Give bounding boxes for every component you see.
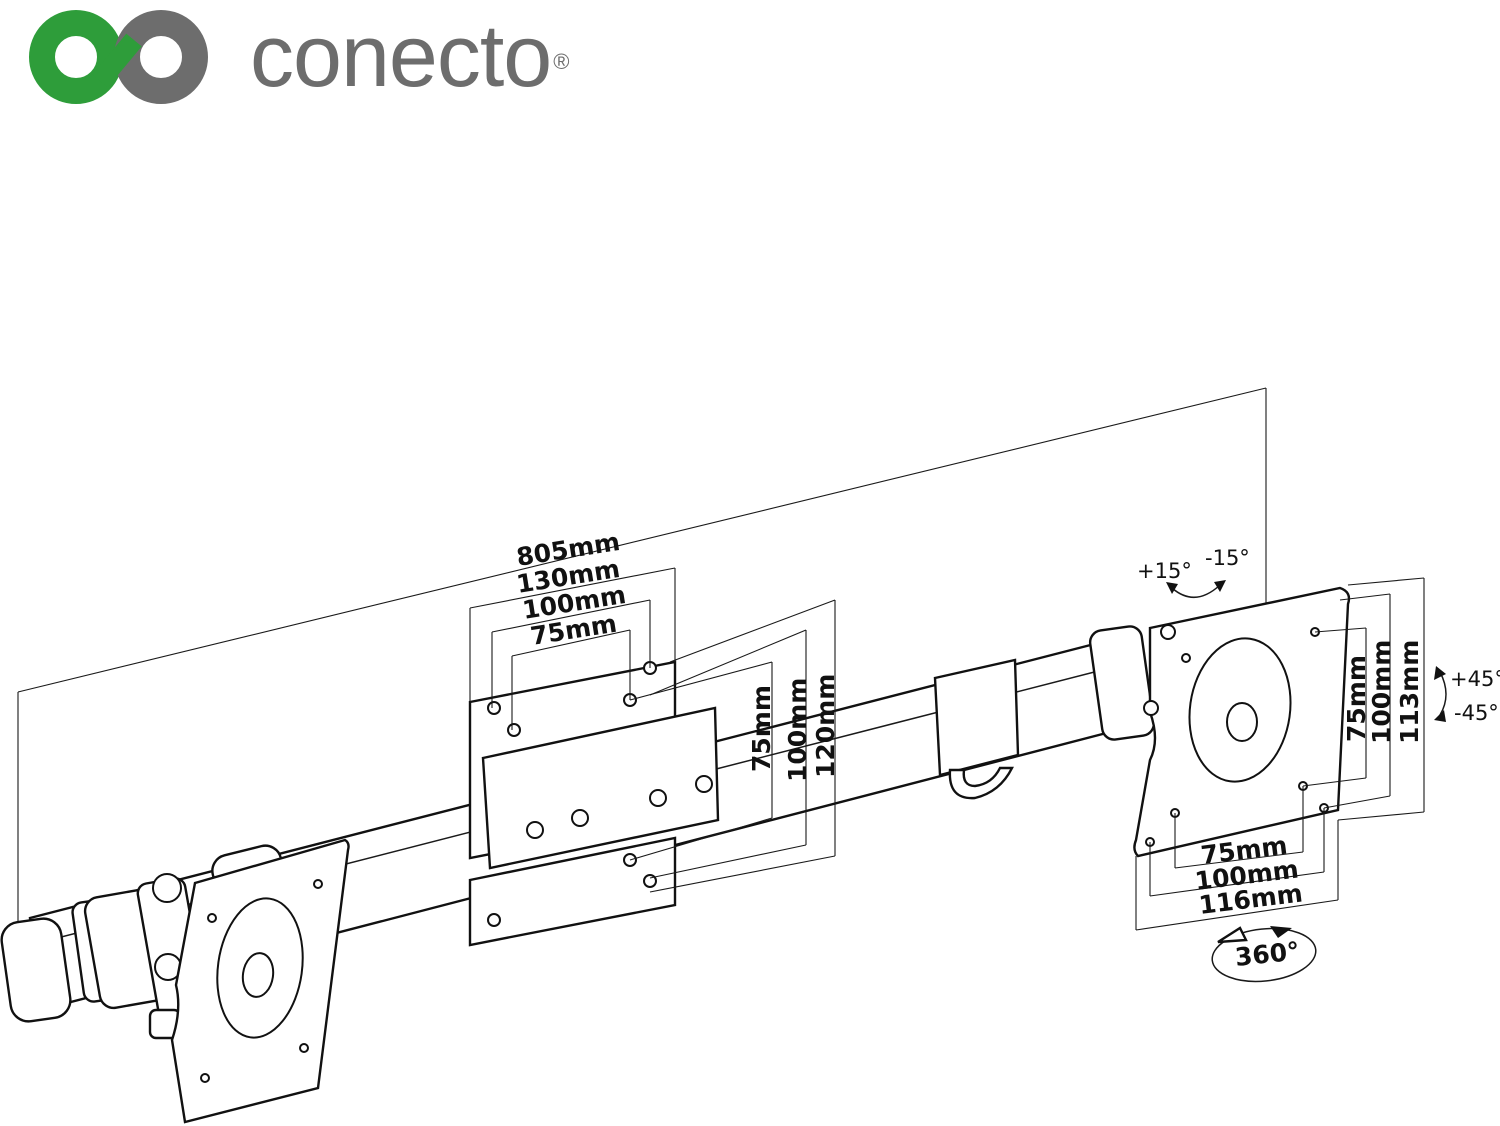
brand-name-text: conecto [250, 6, 552, 105]
center-plate-dimensions [469, 567, 836, 893]
brand-logo: conecto® [14, 0, 654, 115]
infinity-logo-icon [29, 10, 208, 104]
center-clamp-plate [468, 660, 720, 947]
rotation-indicators [1166, 580, 1447, 983]
tilt-down-label: -15° [1205, 546, 1250, 570]
vesa-height-113-label: 113mm [1395, 640, 1424, 744]
overall-width-dimension [17, 387, 1267, 930]
vesa-plate-dimensions [1135, 577, 1425, 931]
rotation-label: 360° [1234, 936, 1301, 972]
left-monitor-head [83, 838, 350, 1124]
vesa-height-100-label: 100mm [1367, 640, 1396, 744]
right-vesa-plate [1133, 586, 1351, 858]
swivel-plus-label: +45° [1450, 667, 1500, 691]
tilt-up-label: +15° [1137, 559, 1192, 583]
swivel-minus-label: -45° [1454, 701, 1499, 725]
center-height-120-label: 120mm [811, 674, 840, 778]
center-height-100-label: 100mm [783, 678, 812, 782]
brand-name: conecto® [250, 6, 569, 106]
vesa-height-75-label: 75mm [1342, 655, 1371, 742]
registered-mark: ® [553, 49, 569, 74]
center-height-75-label: 75mm [747, 685, 776, 772]
